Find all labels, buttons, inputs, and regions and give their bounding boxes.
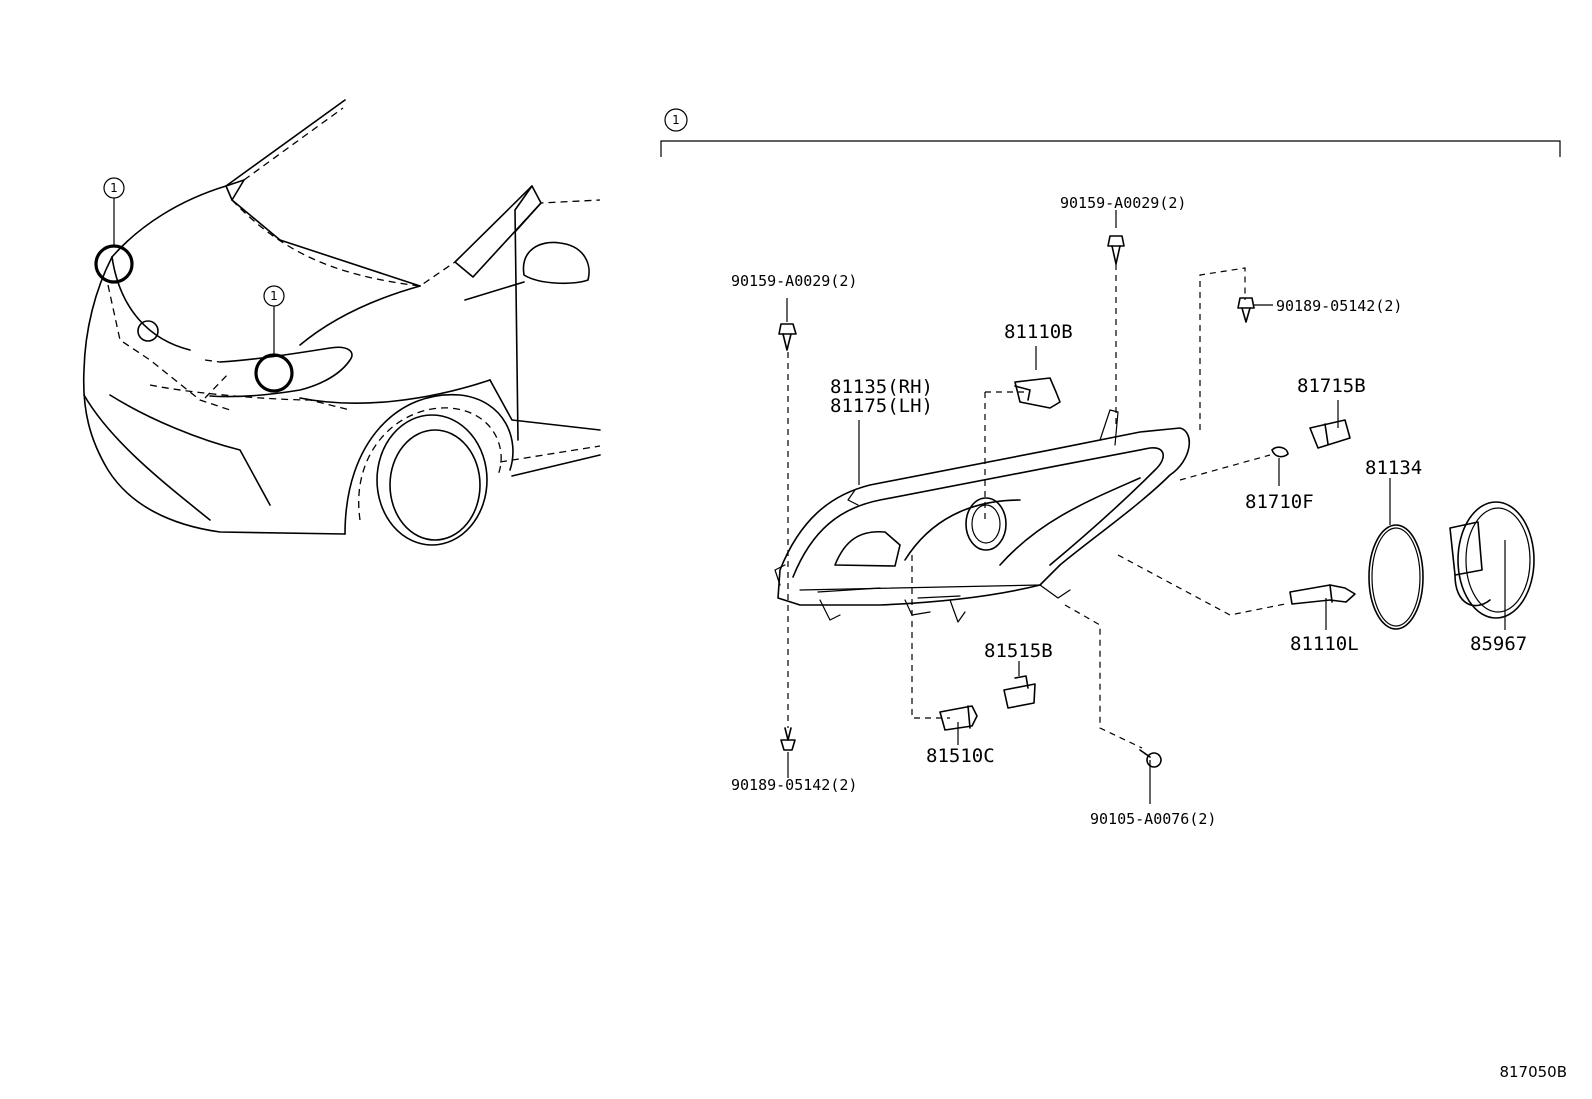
headlamp-assembly	[774, 409, 1191, 623]
part-label-90189-05142-left: 90189-05142(2)	[731, 776, 857, 794]
bulb-81110l-icon	[1289, 584, 1356, 605]
location-ring-2	[254, 353, 294, 393]
ref-marker-2: 1	[270, 289, 278, 303]
part-label-81515b: 81515B	[984, 640, 1053, 662]
part-label-81710f: 81710F	[1245, 491, 1314, 513]
part-label-85967: 85967	[1470, 633, 1527, 655]
part-label-90159-a0029-top: 90159-A0029(2)	[1060, 194, 1186, 212]
ring-81134	[1368, 524, 1424, 630]
cover-85967-icon	[1449, 501, 1535, 619]
part-label-90159-a0029-left: 90159-A0029(2)	[731, 272, 857, 290]
socket-81715b-icon	[1309, 419, 1351, 449]
socket-81515b-icon	[1003, 675, 1036, 709]
bulb-81110b-icon	[1014, 377, 1061, 409]
part-label-81510c: 81510C	[926, 745, 995, 767]
figure-code: 817050B	[1499, 1063, 1567, 1081]
exploded-parts-view: 1	[660, 108, 1561, 828]
screw-bottom-icon	[1139, 749, 1162, 768]
part-label-90189-05142-right: 90189-05142(2)	[1276, 297, 1402, 315]
ref-marker-1: 1	[110, 181, 118, 195]
part-label-81175-lh: 81175(LH)	[830, 395, 933, 417]
vehicle-front-illustration: 1 1	[82, 99, 601, 546]
part-label-81110b: 81110B	[1004, 321, 1073, 343]
bolt-top-icon	[1107, 235, 1125, 265]
part-label-81715b: 81715B	[1297, 375, 1366, 397]
clip-top-right-icon	[1237, 297, 1255, 323]
bulb-81510c-icon	[939, 705, 978, 731]
part-label-81134: 81134	[1365, 457, 1422, 479]
bolt-left-icon	[778, 323, 797, 351]
part-label-81110l: 81110L	[1290, 633, 1359, 655]
cap-81710f-icon	[1271, 446, 1289, 458]
clip-bottom-left-icon	[780, 727, 796, 751]
part-label-90105-a0076: 90105-A0076(2)	[1090, 810, 1216, 828]
part-label-81135-rh: 81135(RH)	[830, 376, 933, 398]
group-ref-marker: 1	[672, 113, 680, 127]
